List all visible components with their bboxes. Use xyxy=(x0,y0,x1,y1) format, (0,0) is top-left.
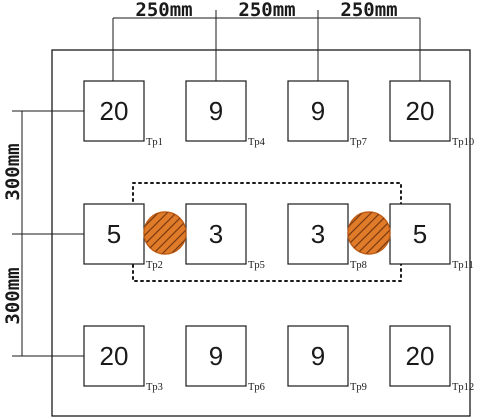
hatched-marker xyxy=(347,211,391,255)
cell-box xyxy=(83,325,145,387)
cell-value: 20 xyxy=(406,96,435,126)
outer-frame xyxy=(51,49,471,417)
cells-layer: 20Tp15Tp220Tp39Tp43Tp59Tp69Tp73Tp89Tp920… xyxy=(83,80,474,393)
tp-label: Tp12 xyxy=(452,382,474,393)
marker-hatch xyxy=(348,212,390,254)
tp-label: Tp5 xyxy=(248,260,265,271)
cell-box xyxy=(389,203,451,265)
cell-value: 9 xyxy=(311,341,325,371)
cell-box xyxy=(185,80,247,142)
cell-box xyxy=(83,80,145,142)
dim-v-1: 300mm xyxy=(2,143,24,200)
cell-value: 20 xyxy=(406,341,435,371)
cell-box xyxy=(185,203,247,265)
tp-label: Tp8 xyxy=(350,260,367,271)
dim-h-2: 250mm xyxy=(238,0,295,21)
horizontal-dimensions: 250mm 250mm 250mm xyxy=(112,0,421,82)
tp-label: Tp2 xyxy=(146,260,163,271)
cell-box xyxy=(287,325,349,387)
tp-label: Tp7 xyxy=(350,137,367,148)
tp-label: Tp10 xyxy=(452,137,474,148)
cell-value: 9 xyxy=(209,96,223,126)
cell-box xyxy=(185,325,247,387)
vertical-dimensions: 300mm 300mm xyxy=(2,110,84,357)
cell-value: 3 xyxy=(209,219,223,249)
tp-label: Tp11 xyxy=(452,260,474,271)
tp-label: Tp6 xyxy=(248,382,265,393)
cell-box xyxy=(287,80,349,142)
cell-value: 20 xyxy=(100,96,129,126)
hatched-marker xyxy=(143,211,187,255)
cell-box xyxy=(83,203,145,265)
tp-label: Tp1 xyxy=(146,137,163,148)
cell-box xyxy=(389,325,451,387)
dim-h-3: 250mm xyxy=(340,0,397,21)
cell-value: 5 xyxy=(107,219,121,249)
markers-layer xyxy=(143,211,391,255)
cell-value: 20 xyxy=(100,341,129,371)
dim-h-1: 250mm xyxy=(135,0,192,21)
cell-value: 3 xyxy=(311,219,325,249)
cell-value: 5 xyxy=(413,219,427,249)
cell-value: 9 xyxy=(311,96,325,126)
dim-v-2: 300mm xyxy=(2,267,24,324)
cell-box xyxy=(389,80,451,142)
tp-label: Tp4 xyxy=(248,137,266,148)
marker-hatch xyxy=(144,212,186,254)
cell-value: 9 xyxy=(209,341,223,371)
tp-label: Tp3 xyxy=(146,382,163,393)
tp-label: Tp9 xyxy=(350,382,367,393)
